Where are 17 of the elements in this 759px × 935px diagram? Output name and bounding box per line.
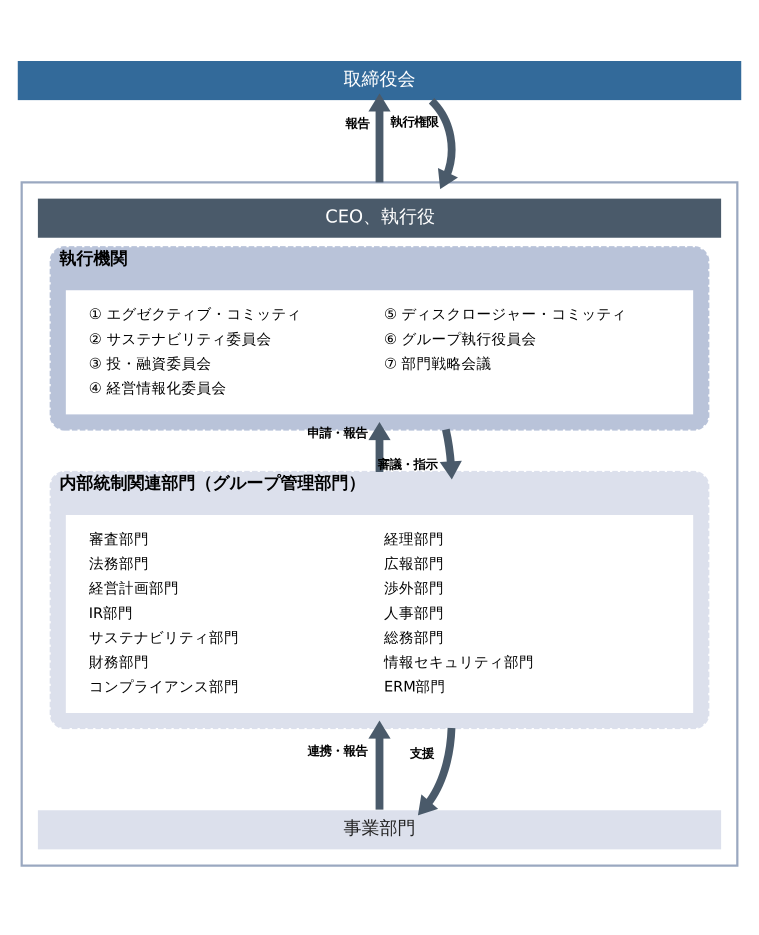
arrow [418,728,456,816]
edge-label: 報告 [345,116,370,131]
node-box: 取締役会 [16,60,742,102]
arrow [368,93,391,182]
node-box: ① エグゼクティブ・コミッティ ⑤ ディスクロージャー・コミッティ ② サステナビリティ委員会 ⑥ グループ執行役員会 ③ 投・融資委員会 ⑦ 部門戦略会議 ④ 経営情報化委員会 [66,290,694,414]
arrow [368,720,391,810]
node-box: CEO、執行役 [36,197,722,239]
cluster [20,181,738,867]
arrow [368,422,391,472]
edge-label: 審議・指示 [377,457,438,472]
edge-label: 執行権限 [390,114,439,129]
arrow [428,98,458,190]
arrow [440,428,462,480]
node-box: 審査部門 経理部門 法務部門 広報部門 経営計画部門 渉外部門 IR部門 人事部門 サステナビリティ部門 総務部門 財務部門 情報セキュリティ部門 コンプライアンス部門 ERM部門 [66,515,694,713]
edge-label: 連携・報告 [307,744,368,758]
node-box: 事業部門 [36,809,722,850]
edge-label: 支援 [410,746,434,760]
